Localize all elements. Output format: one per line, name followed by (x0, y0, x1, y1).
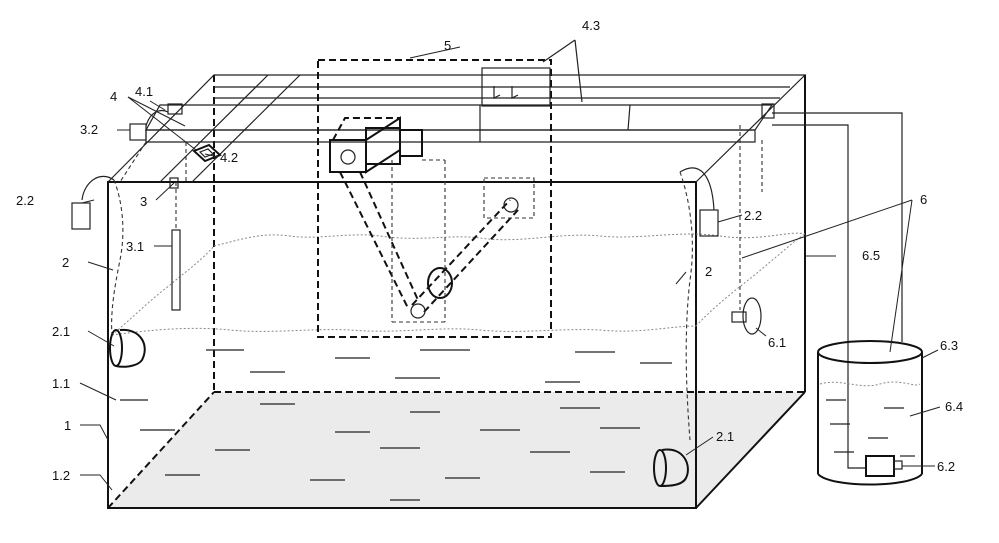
block-3-2 (129, 123, 147, 141)
water-surface-right (695, 233, 806, 327)
label-3-1: 3.1 (126, 239, 144, 254)
label-4-1: 4.1 (135, 84, 153, 99)
water-marks (120, 349, 672, 501)
drive-mechanism (329, 116, 535, 323)
pipe-6-5-inner (772, 124, 866, 469)
label-4: 4 (110, 89, 117, 104)
label-4-3: 4.3 (582, 18, 600, 33)
label-2-1-right: 2.1 (716, 429, 734, 444)
label-3: 3 (140, 194, 147, 209)
tank-floor (108, 392, 805, 508)
label-2-2-right: 2.2 (744, 208, 762, 223)
label-1-1: 1.1 (52, 376, 70, 391)
leader-lines (79, 46, 941, 491)
bucket-6-3 (817, 340, 923, 486)
sensor-2-2-right (699, 209, 719, 237)
nozzle-6-1 (742, 297, 762, 335)
bracket-4-3 (481, 67, 551, 107)
label-6-3: 6.3 (940, 338, 958, 353)
cable-left (81, 175, 115, 201)
water-surface-left (111, 245, 215, 336)
sensor-2-2-left (71, 202, 91, 230)
label-3-2: 3.2 (80, 122, 98, 137)
label-4-2: 4.2 (220, 150, 238, 165)
label-6-1: 6.1 (768, 335, 786, 350)
label-2-right: 2 (705, 264, 712, 279)
pipe-6-5-outer (772, 112, 903, 342)
water-surface-back (213, 232, 806, 247)
label-2-left: 2 (62, 255, 69, 270)
label-6-5: 6.5 (862, 248, 880, 263)
inlet-2-1-right (659, 448, 689, 487)
inlet-2-1-left (115, 328, 146, 368)
cable-right (679, 167, 715, 211)
label-6-2: 6.2 (937, 459, 955, 474)
label-2-1-left: 2.1 (52, 324, 70, 339)
label-6-4: 6.4 (945, 399, 963, 414)
label-2-2-left: 2.2 (16, 193, 34, 208)
tank (107, 74, 807, 509)
label-6: 6 (920, 192, 927, 207)
frame-5 (317, 59, 552, 338)
label-1: 1 (64, 418, 71, 433)
pump-6-2 (865, 455, 895, 477)
label-1-2: 1.2 (52, 468, 70, 483)
sensor-4-2 (192, 143, 222, 163)
label-5: 5 (444, 38, 451, 53)
rod-3-1 (171, 229, 181, 311)
water-surface-front (111, 325, 697, 336)
